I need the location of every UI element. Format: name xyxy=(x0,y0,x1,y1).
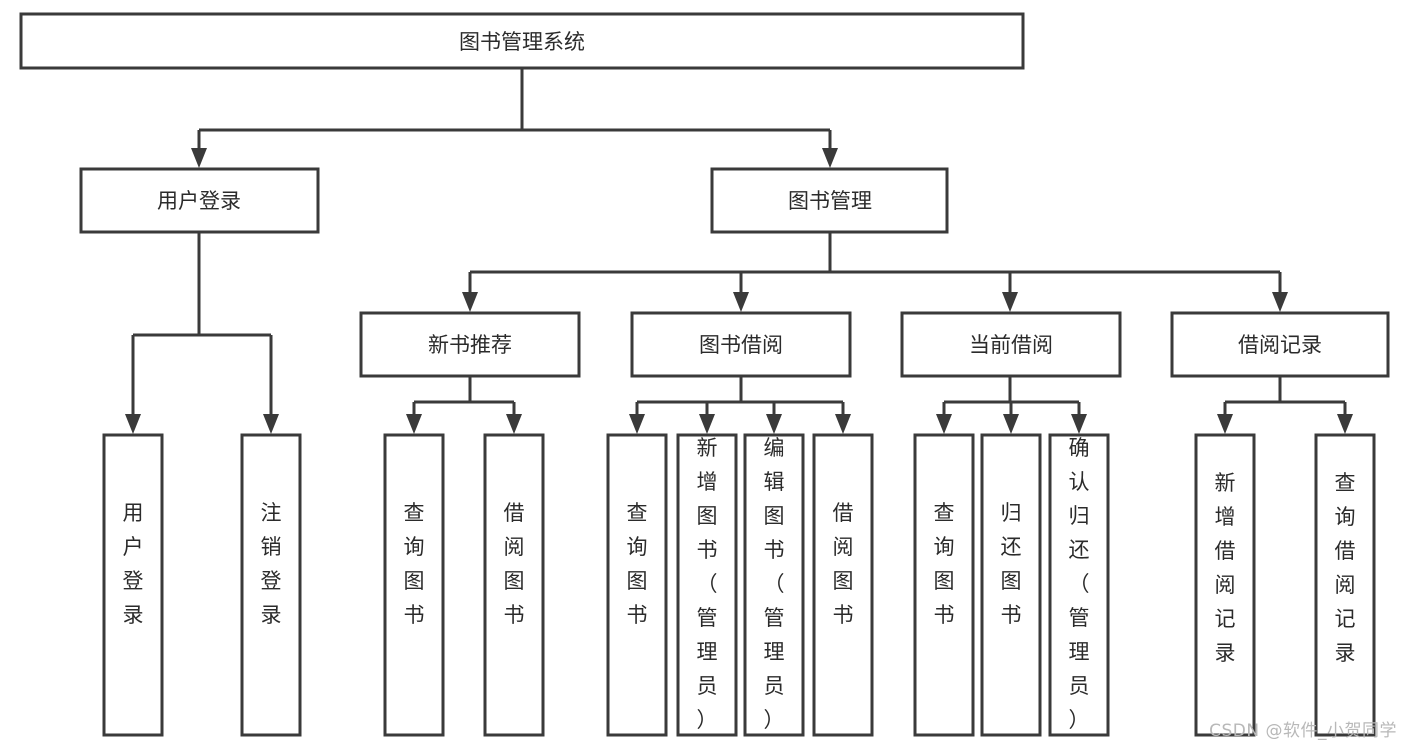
arrowhead-borrow-record xyxy=(1272,292,1288,312)
node-borrow-edit-book-box[interactable] xyxy=(743,433,805,737)
node-new-book-recommend[interactable]: 新书推荐 xyxy=(359,311,581,378)
arrowhead-new-book-recommend xyxy=(462,292,478,312)
node-root-label: 图书管理系统 xyxy=(459,30,585,54)
node-recommend-borrow-book-box[interactable] xyxy=(483,433,545,737)
node-user-login-leaf[interactable]: 用户登录 xyxy=(102,433,164,737)
arrowhead-record-add xyxy=(1217,414,1233,434)
node-borrow-edit-book[interactable]: 编辑图书（管理员） xyxy=(743,433,805,737)
node-root[interactable]: 图书管理系统 xyxy=(19,12,1025,70)
node-current-query-book[interactable]: 查询图书 xyxy=(913,433,975,737)
arrowhead-borrow-borrow-book xyxy=(835,414,851,434)
node-current-query-book-label: 查询图书 xyxy=(934,501,955,627)
node-record-query-label: 查询借阅记录 xyxy=(1335,471,1356,665)
node-book-management-box[interactable] xyxy=(710,167,949,234)
node-borrow-record-label: 借阅记录 xyxy=(1238,333,1322,357)
arrowhead-user-login xyxy=(191,148,207,168)
node-root-box[interactable] xyxy=(19,12,1025,70)
node-recommend-borrow-book[interactable]: 借阅图书 xyxy=(483,433,545,737)
arrowhead-recommend-query-book xyxy=(406,414,422,434)
arrowhead-current-query-book xyxy=(936,414,952,434)
edge-layer xyxy=(125,68,1353,434)
node-new-book-recommend-box[interactable] xyxy=(359,311,581,378)
node-recommend-borrow-book-label: 借阅图书 xyxy=(504,501,525,627)
arrowhead-borrow-edit-book xyxy=(766,414,782,434)
node-record-add-box[interactable] xyxy=(1194,433,1256,737)
node-borrow-query-book-box[interactable] xyxy=(606,433,668,737)
node-current-return-book-label: 归还图书 xyxy=(1001,501,1022,627)
node-book-borrow-box[interactable] xyxy=(630,311,852,378)
arrowhead-book-management xyxy=(822,148,838,168)
node-record-add-label: 新增借阅记录 xyxy=(1215,471,1236,665)
node-current-return-book-box[interactable] xyxy=(980,433,1042,737)
arrowhead-record-query xyxy=(1337,414,1353,434)
node-user-login-leaf-box[interactable] xyxy=(102,433,164,737)
node-current-return-book[interactable]: 归还图书 xyxy=(980,433,1042,737)
node-current-confirm-return[interactable]: 确认归还（管理员） xyxy=(1048,433,1110,737)
node-record-query[interactable]: 查询借阅记录 xyxy=(1314,433,1376,737)
arrowhead-borrow-add-book xyxy=(699,414,715,434)
csdn-watermark: CSDN @软件_小贺同学 xyxy=(1209,721,1397,741)
node-user-login[interactable]: 用户登录 xyxy=(79,167,320,234)
node-borrow-query-book-label: 查询图书 xyxy=(627,501,648,627)
node-current-borrow[interactable]: 当前借阅 xyxy=(900,311,1122,378)
node-borrow-borrow-book[interactable]: 借阅图书 xyxy=(812,433,874,737)
node-user-logout-leaf-box[interactable] xyxy=(240,433,302,737)
node-user-login-leaf-label: 用户登录 xyxy=(123,501,144,627)
node-current-confirm-return-box[interactable] xyxy=(1048,433,1110,737)
node-borrow-add-book-box[interactable] xyxy=(676,433,738,737)
node-user-logout-leaf-label: 注销登录 xyxy=(261,501,282,627)
arrowhead-book-borrow xyxy=(733,292,749,312)
node-book-borrow[interactable]: 图书借阅 xyxy=(630,311,852,378)
node-user-login-box[interactable] xyxy=(79,167,320,234)
node-borrow-edit-book-label: 编辑图书（管理员） xyxy=(764,436,785,732)
node-user-login-label: 用户登录 xyxy=(157,189,241,213)
arrowhead-user-login-leaf xyxy=(125,414,141,434)
node-new-book-recommend-label: 新书推荐 xyxy=(428,333,512,357)
node-current-confirm-return-label: 确认归还（管理员） xyxy=(1069,436,1090,732)
arrowhead-current-borrow xyxy=(1002,292,1018,312)
node-borrow-query-book[interactable]: 查询图书 xyxy=(606,433,668,737)
node-current-borrow-label: 当前借阅 xyxy=(969,333,1053,357)
node-record-query-box[interactable] xyxy=(1314,433,1376,737)
node-recommend-query-book[interactable]: 查询图书 xyxy=(383,433,445,737)
arrowhead-borrow-query-book xyxy=(629,414,645,434)
node-borrow-borrow-book-label: 借阅图书 xyxy=(833,501,854,627)
node-borrow-record-box[interactable] xyxy=(1170,311,1390,378)
arrowhead-current-return-book xyxy=(1003,414,1019,434)
arrowhead-current-confirm-return xyxy=(1071,414,1087,434)
node-current-borrow-box[interactable] xyxy=(900,311,1122,378)
node-recommend-query-book-box[interactable] xyxy=(383,433,445,737)
node-user-logout-leaf[interactable]: 注销登录 xyxy=(240,433,302,737)
node-book-management-label: 图书管理 xyxy=(788,189,872,213)
node-current-query-book-box[interactable] xyxy=(913,433,975,737)
node-book-management[interactable]: 图书管理 xyxy=(710,167,949,234)
node-layer: 图书管理系统 用户登录 图书管理 新书推荐 图书借阅 xyxy=(19,12,1390,737)
arrowhead-user-logout-leaf xyxy=(263,414,279,434)
arrowhead-recommend-borrow-book xyxy=(506,414,522,434)
node-borrow-add-book-label: 新增图书（管理员） xyxy=(697,436,718,732)
node-recommend-query-book-label: 查询图书 xyxy=(404,501,425,627)
node-borrow-record[interactable]: 借阅记录 xyxy=(1170,311,1390,378)
node-borrow-borrow-book-box[interactable] xyxy=(812,433,874,737)
node-book-borrow-label: 图书借阅 xyxy=(699,333,783,357)
node-borrow-add-book[interactable]: 新增图书（管理员） xyxy=(676,433,738,737)
node-record-add[interactable]: 新增借阅记录 xyxy=(1194,433,1256,737)
